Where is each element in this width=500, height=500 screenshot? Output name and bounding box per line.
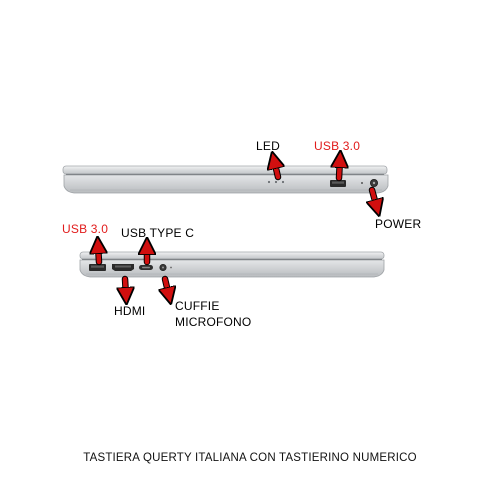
arrow-usb-right bbox=[339, 159, 340, 182]
laptop-left-side-view bbox=[79, 251, 385, 278]
usb-type-c-port bbox=[139, 265, 153, 270]
label-usb-type-c: USB TYPE C bbox=[121, 226, 195, 240]
callout-arrows bbox=[98, 159, 377, 296]
laptop-right-side-view bbox=[62, 165, 389, 194]
arrow-audio bbox=[165, 275, 169, 296]
power-port bbox=[361, 178, 378, 187]
label-hdmi: HDMI bbox=[114, 304, 146, 318]
arrow-usb-left bbox=[98, 245, 99, 266]
label-led: LED bbox=[256, 139, 280, 153]
label-power: POWER bbox=[375, 217, 422, 231]
led-indicators bbox=[267, 180, 285, 184]
hdmi-port bbox=[112, 264, 134, 271]
label-cuffie: CUFFIE bbox=[175, 299, 220, 313]
usb-3-port-left bbox=[89, 264, 106, 271]
label-usb-3-left: USB 3.0 bbox=[62, 222, 109, 236]
arrow-hdmi bbox=[125, 275, 126, 296]
keyboard-caption: TASTIERA QUERTY ITALIANA CON TASTIERINO … bbox=[83, 452, 417, 464]
audio-jack-port bbox=[159, 263, 172, 272]
arrow-led bbox=[274, 160, 278, 181]
label-usb-3-right: USB 3.0 bbox=[314, 139, 361, 153]
arrow-power bbox=[372, 186, 377, 208]
usb-3-port-right bbox=[330, 180, 346, 187]
label-microfono: MICROFONO bbox=[175, 315, 252, 329]
